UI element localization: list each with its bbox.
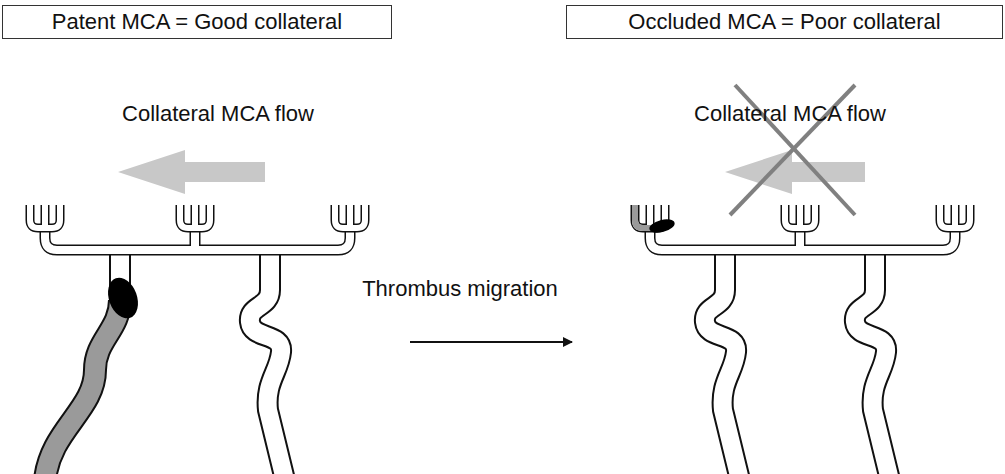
flow-arrow [725, 150, 865, 194]
annotation-label: Thrombus migration [362, 276, 558, 302]
annotation-label: Collateral MCA flow [694, 101, 886, 127]
occluded-branch [635, 205, 652, 228]
heading-box: Patent MCA = Good collateral [2, 5, 392, 39]
heading-text: Occluded MCA = Poor collateral [628, 9, 940, 35]
right-vessels [635, 205, 970, 474]
heading-text: Patent MCA = Good collateral [52, 9, 342, 35]
flow-arrow [118, 150, 265, 194]
thrombus [648, 217, 676, 235]
heading-box: Occluded MCA = Poor collateral [566, 5, 1003, 39]
migration-arrow [410, 341, 572, 343]
thrombus [103, 273, 144, 322]
annotation-label: Collateral MCA flow [122, 101, 314, 127]
left-vessels [30, 205, 365, 474]
